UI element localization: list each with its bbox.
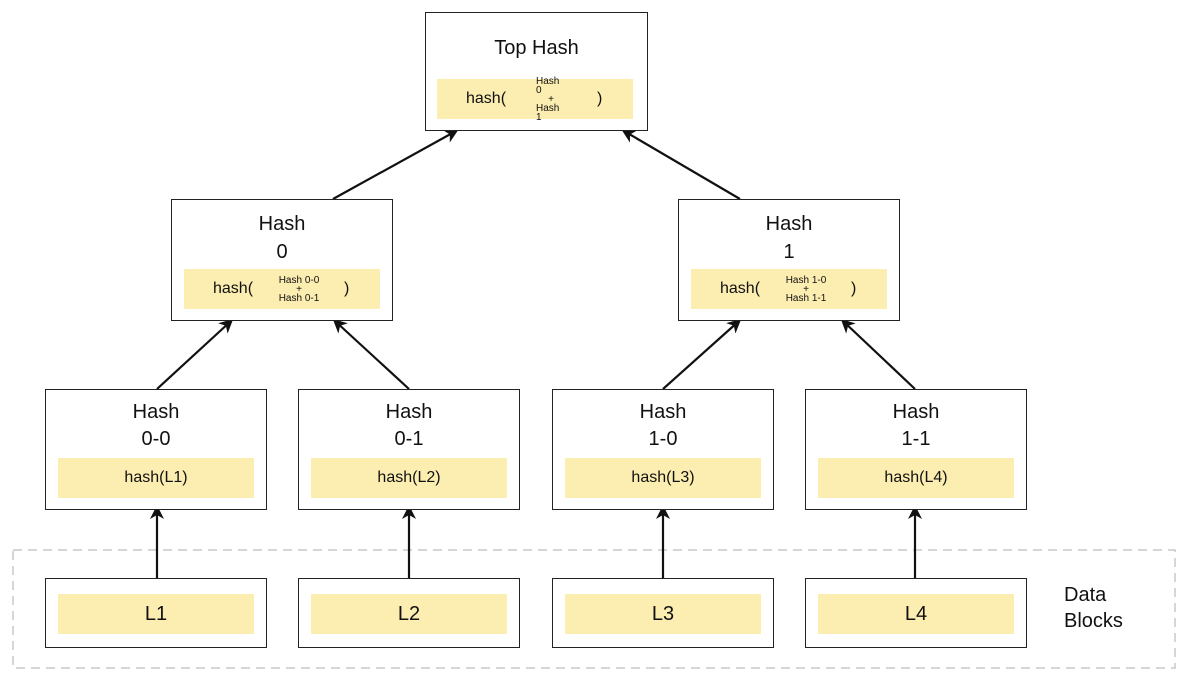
top-hash-close: ) <box>597 90 603 107</box>
hash-0-0-title-line1: Hash <box>132 401 180 423</box>
data-block-l2-panel: L2 <box>311 594 507 634</box>
hash-0-1-fn: hash(L2) <box>377 469 441 486</box>
data-block-l3-panel: L3 <box>565 594 761 634</box>
hash-1-panel: hash( Hash 1-0 + Hash 1-1 ) <box>691 269 887 309</box>
data-blocks-label: Data Blocks <box>1064 582 1123 634</box>
hash-1-title-line2: 1 <box>783 241 795 263</box>
arrow-hash00-to-hash0 <box>156 318 234 390</box>
hash-0-inputs: Hash 0-0 + Hash 0-1 <box>277 269 321 309</box>
hash-1-1-panel: hash(L4) <box>818 458 1014 498</box>
data-block-l4-panel: L4 <box>818 594 1014 634</box>
data-block-l4: L4 <box>805 578 1027 648</box>
hash-1-0-fn: hash(L3) <box>631 469 695 486</box>
hash-0-title-line1: Hash <box>258 213 306 235</box>
top-hash-plus: + <box>548 93 554 105</box>
hash-0-1-title-line1: Hash <box>385 401 433 423</box>
hash-0-0-panel: hash(L1) <box>58 458 254 498</box>
hash-1-1-title-line1: Hash <box>892 401 940 423</box>
top-hash-inputs: Hash 0 + Hash 1 <box>536 75 566 123</box>
arrow-hash1-to-top <box>621 129 741 200</box>
top-hash-panel: hash( Hash 0 + Hash 1 ) <box>437 75 633 123</box>
hash-1-node: Hash 1 hash( Hash 1-0 + Hash 1-1 ) <box>678 199 900 321</box>
hash-1-inputs: Hash 1-0 + Hash 1-1 <box>784 269 828 309</box>
top-hash-input-1: Hash 1 <box>536 102 560 123</box>
arrow-hash11-to-hash1 <box>840 318 916 390</box>
data-block-l1-label: L1 <box>144 602 168 625</box>
hash-0-input-0: Hash 0-0 <box>278 274 320 286</box>
data-block-l1-panel: L1 <box>58 594 254 634</box>
hash-1-1-node: Hash 1-1 hash(L4) <box>805 389 1027 510</box>
hash-0-fn: hash( <box>213 280 254 297</box>
hash-0-0-title-line2: 0-0 <box>141 428 171 450</box>
data-blocks-region <box>12 549 1176 669</box>
hash-0-1-node: Hash 0-1 hash(L2) <box>298 389 520 510</box>
hash-0-title-line2: 0 <box>276 241 288 263</box>
hash-1-0-title-line1: Hash <box>639 401 687 423</box>
top-hash-fn: hash( <box>466 90 507 107</box>
arrow-hash0-to-top <box>332 129 459 200</box>
arrow-hash01-to-hash0 <box>332 318 410 390</box>
data-block-l3-label: L3 <box>651 602 675 625</box>
data-block-l1: L1 <box>45 578 267 648</box>
data-blocks-label-line1: Data <box>1064 584 1107 606</box>
hash-0-plus: + <box>296 283 302 295</box>
hash-0-panel: hash( Hash 0-0 + Hash 0-1 ) <box>184 269 380 309</box>
hash-1-0-title-line2: 1-0 <box>648 428 678 450</box>
arrow-hash10-to-hash1 <box>662 318 742 390</box>
hash-1-title-line1: Hash <box>765 213 813 235</box>
hash-0-0-node: Hash 0-0 hash(L1) <box>45 389 267 510</box>
data-block-l2-label: L2 <box>397 602 421 625</box>
data-block-l3: L3 <box>552 578 774 648</box>
hash-1-fn: hash( <box>720 280 761 297</box>
hash-1-1-title-line2: 1-1 <box>901 428 931 450</box>
hash-1-1-fn: hash(L4) <box>884 469 948 486</box>
hash-0-1-title-line2: 0-1 <box>394 428 424 450</box>
hash-0-node: Hash 0 hash( Hash 0-0 + Hash 0-1 ) <box>171 199 393 321</box>
data-block-l2: L2 <box>298 578 520 648</box>
top-hash-input-0: Hash 0 <box>536 75 560 96</box>
hash-1-input-1: Hash 1-1 <box>785 292 827 304</box>
hash-0-0-fn: hash(L1) <box>124 469 188 486</box>
hash-1-0-node: Hash 1-0 hash(L3) <box>552 389 774 510</box>
data-blocks-label-line2: Blocks <box>1064 610 1123 632</box>
hash-0-input-1: Hash 0-1 <box>278 292 320 304</box>
hash-1-plus: + <box>803 283 809 295</box>
hash-0-close: ) <box>344 280 350 297</box>
data-block-l4-label: L4 <box>904 602 928 625</box>
hash-0-1-panel: hash(L2) <box>311 458 507 498</box>
top-hash-title: Top Hash <box>494 37 579 59</box>
hash-1-close: ) <box>851 280 857 297</box>
hash-1-0-panel: hash(L3) <box>565 458 761 498</box>
hash-1-input-0: Hash 1-0 <box>785 274 827 286</box>
top-hash-node: Top Hash hash( Hash 0 + Hash 1 ) <box>425 12 648 131</box>
